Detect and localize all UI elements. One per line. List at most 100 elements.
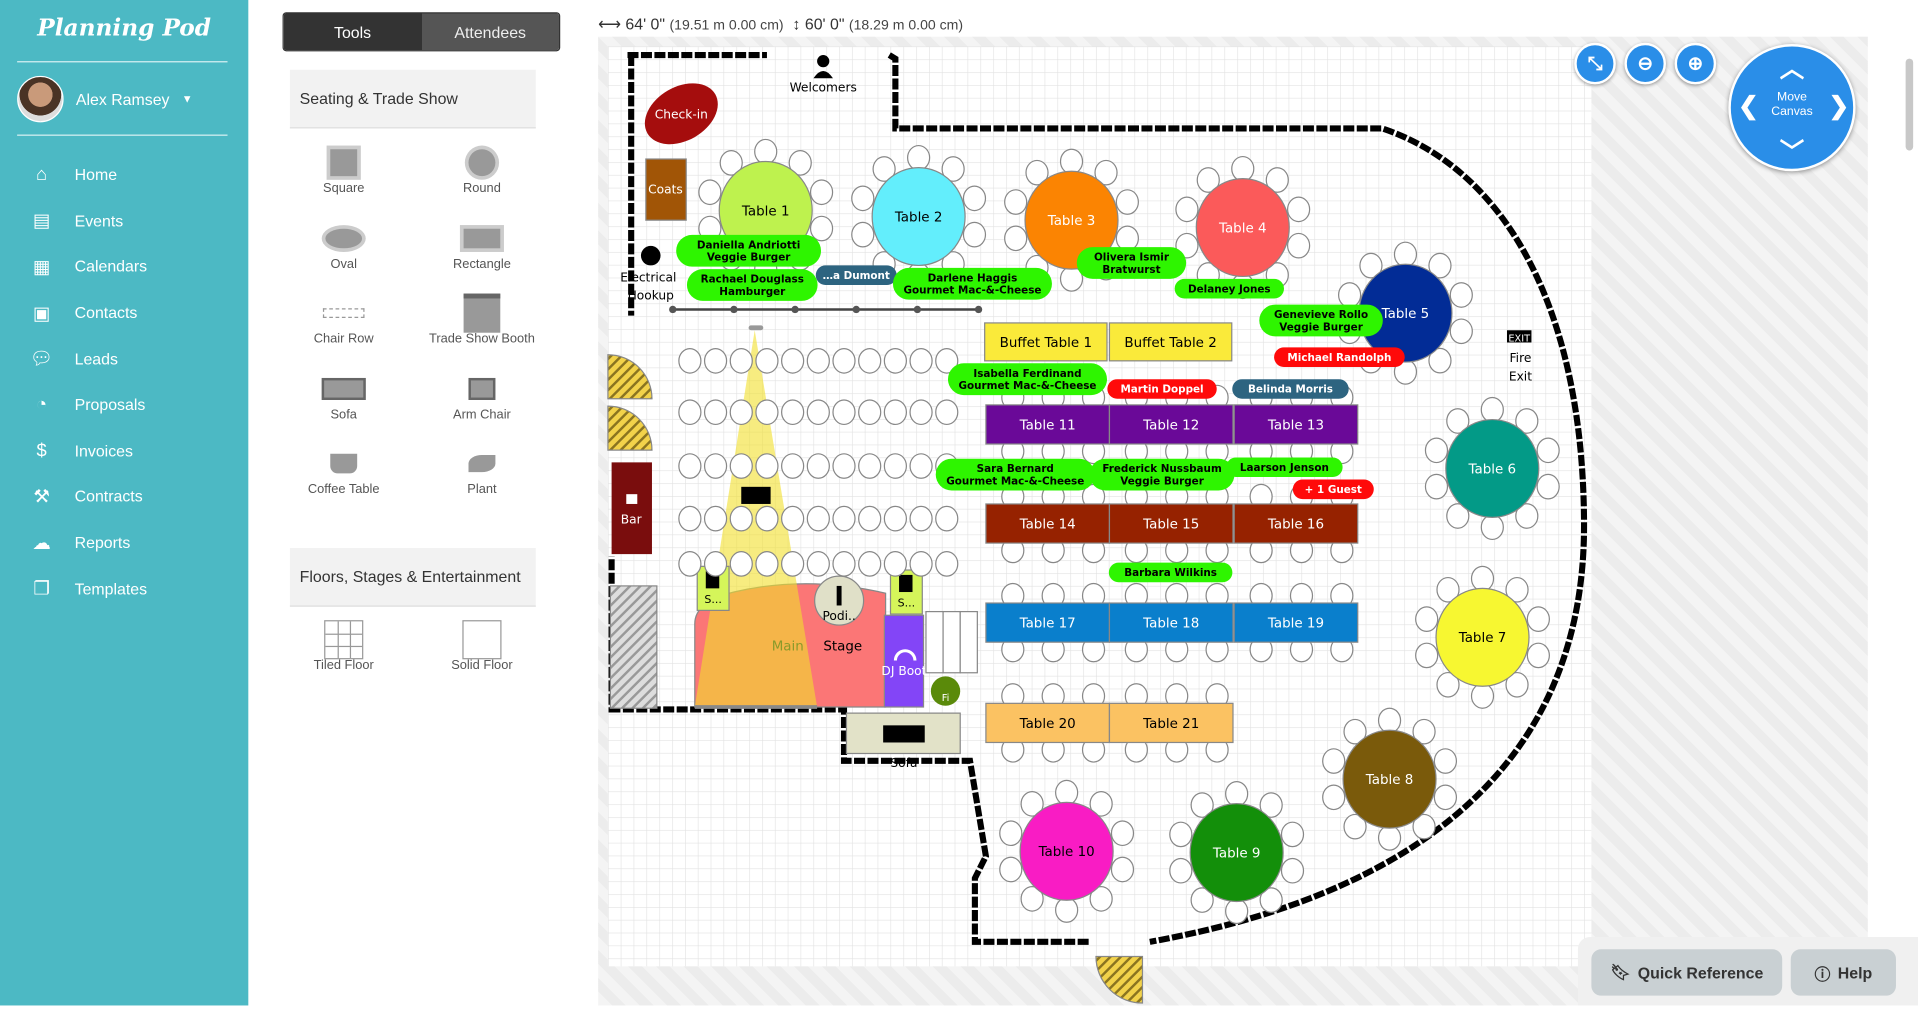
move-up-icon[interactable]: ︿ xyxy=(1779,56,1805,84)
seat[interactable] xyxy=(719,150,743,176)
coats-area[interactable]: Coats xyxy=(645,158,687,221)
seat[interactable] xyxy=(858,348,882,374)
zoom-out-button[interactable]: ⊖ xyxy=(1624,42,1666,85)
seat[interactable] xyxy=(729,348,753,374)
rect-table[interactable]: Table 15 xyxy=(1108,503,1234,544)
tool-plant[interactable]: Plant xyxy=(421,445,543,497)
seat[interactable] xyxy=(1169,857,1193,884)
seat[interactable] xyxy=(1428,347,1452,374)
seat[interactable] xyxy=(806,348,830,374)
page-scrollbar[interactable] xyxy=(1905,58,1914,151)
seat[interactable] xyxy=(1449,318,1473,345)
tool-tiled-floor[interactable]: Tiled Floor xyxy=(283,620,405,673)
tool-oval[interactable]: Oval xyxy=(283,220,405,272)
seat[interactable] xyxy=(962,221,987,248)
rect-table[interactable]: Table 21 xyxy=(1108,702,1234,744)
door[interactable] xyxy=(607,354,653,451)
seat[interactable] xyxy=(1412,718,1436,745)
seat[interactable] xyxy=(909,551,933,577)
seat[interactable] xyxy=(1505,671,1529,698)
tab-tools[interactable]: Tools xyxy=(283,13,422,51)
sidebar-item-events[interactable]: ▤Events xyxy=(0,198,248,244)
seat[interactable] xyxy=(729,453,753,479)
seat[interactable] xyxy=(999,820,1023,847)
seat[interactable] xyxy=(1446,408,1470,434)
seat[interactable] xyxy=(935,551,959,577)
seat[interactable] xyxy=(781,399,805,426)
seat[interactable] xyxy=(1412,813,1436,840)
move-canvas-control[interactable]: ︿ ﹀ ❮ ❯ Move Canvas xyxy=(1728,44,1856,172)
seat[interactable] xyxy=(1449,282,1473,308)
seat[interactable] xyxy=(1225,781,1249,807)
seat[interactable] xyxy=(754,138,778,165)
move-right-icon[interactable]: ❯ xyxy=(1828,92,1850,120)
seat[interactable] xyxy=(678,453,702,479)
seat[interactable] xyxy=(781,551,805,577)
seat[interactable] xyxy=(858,453,882,479)
tool-rectangle[interactable]: Rectangle xyxy=(421,220,543,272)
tool-coffee-table[interactable]: Coffee Table xyxy=(283,445,405,497)
fit-canvas-button[interactable]: ⤡ xyxy=(1574,42,1616,85)
seat[interactable] xyxy=(1337,282,1362,308)
sidebar-item-contacts[interactable]: ▣Contacts xyxy=(0,290,248,336)
seat[interactable] xyxy=(1280,821,1305,848)
seat[interactable] xyxy=(1259,792,1283,818)
tool-sofa[interactable]: Sofa xyxy=(283,371,405,422)
rect-table[interactable]: Table 17 xyxy=(985,602,1111,643)
seat[interactable] xyxy=(1526,642,1550,669)
seat[interactable] xyxy=(755,348,779,374)
user-menu[interactable]: Alex Ramsey ▼ xyxy=(17,75,193,123)
rect-table[interactable]: Buffet Table 1 xyxy=(984,322,1108,362)
seat[interactable] xyxy=(883,551,908,577)
seat[interactable] xyxy=(806,453,830,479)
floor-plan[interactable]: Check-inCoatsWelcomersElectricalHookupBa… xyxy=(598,37,1868,1006)
seat[interactable] xyxy=(1424,437,1449,464)
seat[interactable] xyxy=(832,505,856,532)
seat[interactable] xyxy=(858,399,882,426)
seat[interactable] xyxy=(1480,514,1504,541)
seat[interactable] xyxy=(678,399,702,426)
seat[interactable] xyxy=(755,453,779,479)
seat[interactable] xyxy=(907,144,931,171)
seat[interactable] xyxy=(935,348,959,374)
round-table[interactable]: Table 7 xyxy=(1435,587,1530,687)
seat[interactable] xyxy=(1231,155,1255,182)
seat[interactable] xyxy=(1446,503,1470,529)
seat[interactable] xyxy=(755,551,779,577)
seat[interactable] xyxy=(883,505,908,532)
seat[interactable] xyxy=(1004,225,1028,252)
seat[interactable] xyxy=(1025,159,1049,186)
rect-table[interactable]: Table 13 xyxy=(1233,404,1359,445)
seat[interactable] xyxy=(1480,396,1504,423)
seat[interactable] xyxy=(1190,792,1214,818)
seat[interactable] xyxy=(755,505,779,532)
guest-tag[interactable]: Laarson Jenson xyxy=(1226,457,1343,478)
seat[interactable] xyxy=(1428,252,1452,279)
guest-tag[interactable]: Belinda Morris xyxy=(1232,379,1349,399)
tool-arm-chair[interactable]: Arm Chair xyxy=(421,371,543,422)
seat[interactable] xyxy=(851,221,875,248)
seat[interactable] xyxy=(703,453,728,479)
seat[interactable] xyxy=(883,453,908,479)
seat[interactable] xyxy=(1059,148,1084,175)
seat[interactable] xyxy=(781,505,805,532)
seat[interactable] xyxy=(1536,437,1560,464)
bar[interactable]: Bar xyxy=(611,462,652,555)
seat[interactable] xyxy=(1536,473,1560,500)
seat[interactable] xyxy=(1196,167,1220,193)
seat[interactable] xyxy=(703,551,728,577)
seat[interactable] xyxy=(1393,241,1418,268)
tool-trade-show-booth[interactable]: Trade Show Booth xyxy=(421,293,543,346)
round-table[interactable]: Table 4 xyxy=(1195,177,1290,278)
seat[interactable] xyxy=(1526,606,1550,632)
seat[interactable] xyxy=(1094,159,1118,186)
tool-square[interactable]: Square xyxy=(283,144,405,196)
sidebar-item-reports[interactable]: ☁Reports xyxy=(0,520,248,566)
seat[interactable] xyxy=(1286,196,1311,223)
round-table[interactable]: Table 8 xyxy=(1342,729,1437,829)
